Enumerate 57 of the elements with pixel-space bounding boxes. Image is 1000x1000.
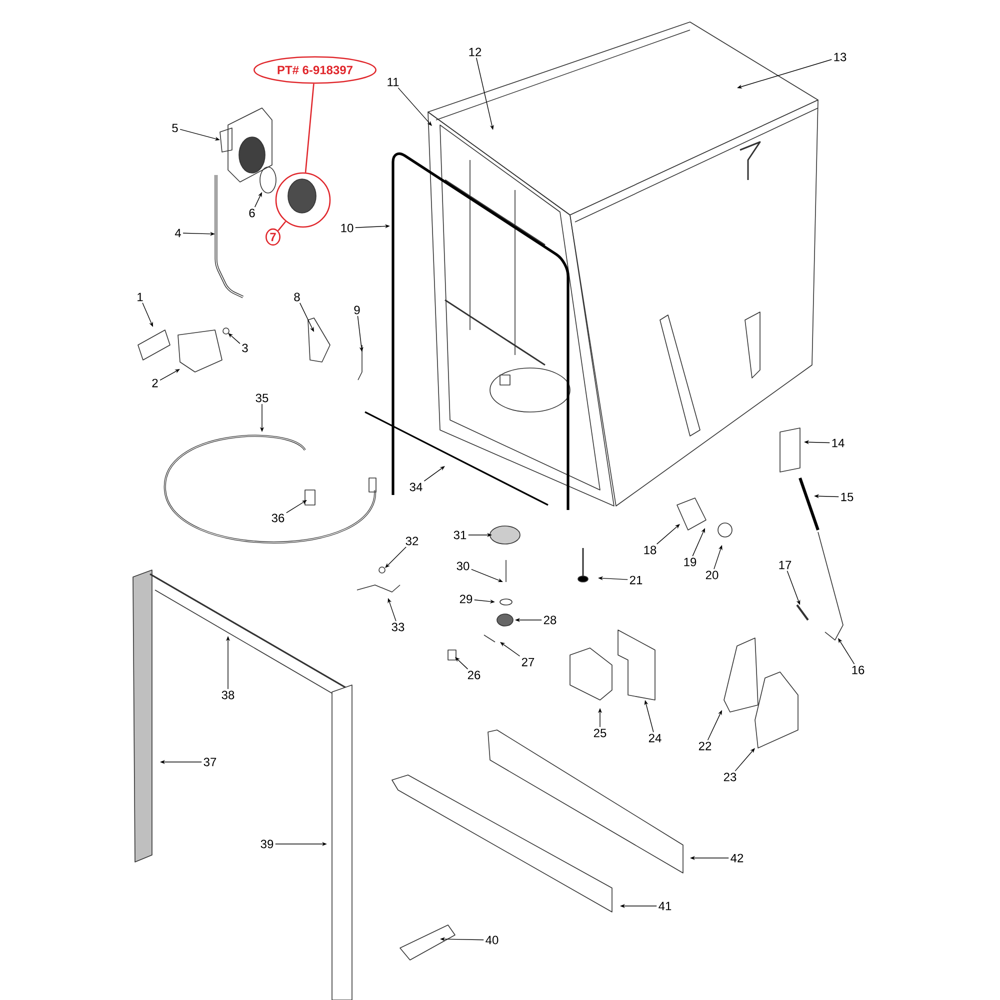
- leader-line: [838, 638, 855, 664]
- callout-number: 27: [522, 658, 534, 666]
- callout-number: 5: [172, 124, 178, 132]
- callout-number: 40: [486, 936, 498, 944]
- callout-number: 10: [341, 224, 354, 232]
- callout-number: 30: [456, 562, 470, 570]
- callout-number: 34: [410, 482, 422, 492]
- callout-number: 24: [648, 734, 662, 742]
- callout-number: 29: [460, 594, 472, 604]
- callout-number: 28: [544, 616, 556, 624]
- callout-number: 15: [841, 492, 854, 502]
- callout-number: 18: [644, 546, 656, 554]
- callout-number: 3: [242, 344, 248, 352]
- callout-number: 42: [730, 854, 744, 862]
- leader-line: [398, 87, 432, 126]
- leader-line: [500, 642, 520, 656]
- callout-number: 20: [706, 570, 718, 580]
- callout-number: 13: [834, 52, 846, 62]
- leader-line: [160, 369, 180, 381]
- callout-number: 32: [406, 536, 418, 546]
- callout-number: 1: [138, 292, 143, 302]
- leader-line: [656, 524, 680, 544]
- callout-number: 6: [249, 208, 255, 218]
- callout-number: 39: [260, 840, 274, 848]
- leader-line: [304, 84, 314, 173]
- callout-number: 21: [630, 576, 642, 584]
- callout-number: 35: [256, 394, 268, 402]
- callout-number: 4: [174, 228, 181, 238]
- callout-number: 9: [354, 306, 360, 314]
- callout-number: 37: [204, 758, 216, 766]
- callout-number: 23: [724, 772, 736, 782]
- leader-line: [734, 748, 755, 772]
- callout-number: 36: [272, 514, 284, 522]
- leader-line: [455, 657, 468, 670]
- callout-number: 2: [152, 378, 158, 388]
- callout-number: 38: [222, 690, 234, 700]
- leader-line: [424, 466, 445, 482]
- callout-number: 26: [468, 670, 480, 680]
- callout-number: 12: [469, 48, 482, 56]
- callout-number: 22: [698, 742, 712, 750]
- leader-line: [278, 221, 286, 232]
- leader-line: [286, 500, 307, 514]
- leader-line: [228, 333, 240, 344]
- callout-number: 14: [832, 438, 844, 448]
- callout-number: 33: [392, 622, 404, 632]
- callout-number: 11: [388, 78, 399, 86]
- callout-number: 16: [852, 666, 864, 674]
- highlight-oval: PT# 6-918397: [254, 56, 376, 84]
- highlight-circle: [275, 172, 331, 228]
- callout-number: 7: [266, 228, 280, 246]
- callout-number: 25: [594, 728, 606, 738]
- callout-number: 41: [658, 902, 672, 910]
- leader-line: [385, 546, 406, 568]
- callout-number: 8: [294, 292, 300, 302]
- callout-number: 31: [454, 530, 466, 540]
- callout-number: 19: [684, 558, 696, 566]
- callout-number: 17: [779, 560, 792, 570]
